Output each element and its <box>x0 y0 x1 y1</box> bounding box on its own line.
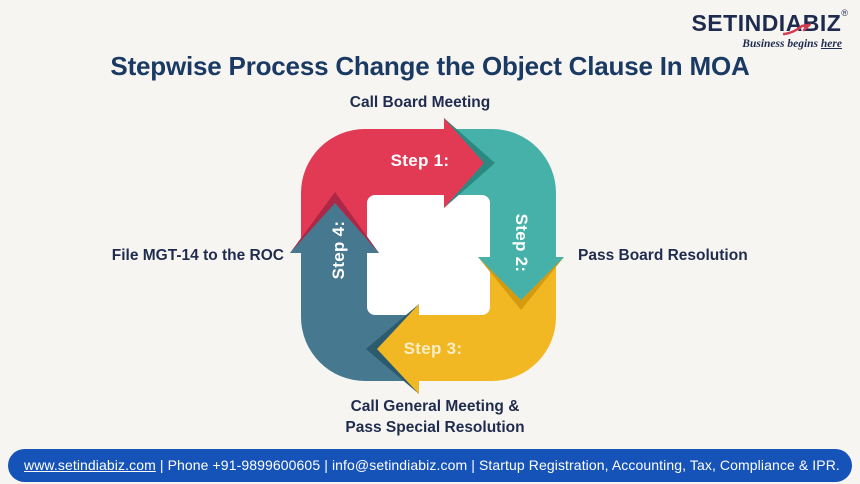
step-4-label: Step 4: <box>329 220 348 280</box>
step3-arrowhead <box>377 304 419 394</box>
brand-name: SETINDIABIZ <box>691 10 842 36</box>
brand-logo: SETINDIABIZ® Business begins here <box>691 8 848 50</box>
footer-email: info@setindiabiz.com <box>331 457 468 473</box>
page-title: Stepwise Process Change the Object Claus… <box>110 51 750 81</box>
registered-mark: ® <box>841 8 848 18</box>
footer-website-link[interactable]: www.setindiabiz.com <box>24 457 156 473</box>
caption-line-1: Call General Meeting & <box>350 398 520 415</box>
footer-bar: www.setindiabiz.com | Phone +91-98996006… <box>8 449 852 482</box>
footer-services: Startup Registration, Accounting, Tax, C… <box>478 457 840 473</box>
tagline-text: Business begins <box>742 38 821 50</box>
footer-separator: | <box>155 457 168 473</box>
footer-separator: | <box>467 457 479 473</box>
step-1-label: Step 1: <box>390 151 450 170</box>
footer-phone: Phone +91-9899600605 <box>167 457 321 473</box>
tagline-underlined-word: here <box>820 38 842 50</box>
caption-call-general-meeting: Call General Meeting & Pass Special Reso… <box>305 396 565 438</box>
caption-file-mgt14-roc: File MGT-14 to the ROC <box>111 247 284 264</box>
caption-pass-board-resolution: Pass Board Resolution <box>578 247 748 264</box>
caption-call-board-meeting: Call Board Meeting <box>349 94 491 111</box>
diagram-inner-square <box>367 195 490 315</box>
brand-tagline: Business begins here <box>691 38 848 50</box>
brand-swoosh-icon <box>783 23 811 36</box>
footer-separator: | <box>320 457 332 473</box>
step-3-label: Step 3: <box>403 339 463 358</box>
step-2-label: Step 2: <box>512 213 531 273</box>
process-cycle-diagram <box>290 118 564 394</box>
caption-line-2: Pass Special Resolution <box>345 419 525 436</box>
